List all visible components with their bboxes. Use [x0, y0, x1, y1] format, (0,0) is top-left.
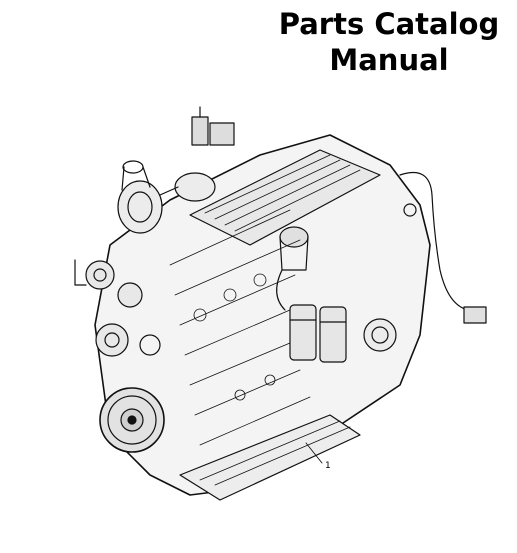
fuel-filters: [289, 304, 347, 363]
engine-illustration: [74, 106, 487, 501]
top-sensor: [191, 106, 235, 146]
oil-pan: [179, 414, 361, 501]
page-title: Parts Catalog Manual: [264, 6, 514, 78]
callout-leader: [305, 442, 323, 464]
turbocharger: [117, 160, 216, 234]
title-line-1: Parts Catalog: [278, 7, 500, 41]
title-line-2: Manual: [329, 43, 449, 77]
crankshaft-damper: [99, 387, 165, 453]
part-callout-label: 1: [325, 461, 331, 471]
valve-cover-ridges: [204, 154, 361, 232]
block-details: [169, 209, 311, 446]
flywheel-flange: [363, 318, 397, 352]
oil-filler: [276, 226, 309, 311]
engine-block: [94, 134, 431, 496]
front-pulleys: [74, 259, 161, 357]
wiring-harness: [399, 171, 487, 324]
